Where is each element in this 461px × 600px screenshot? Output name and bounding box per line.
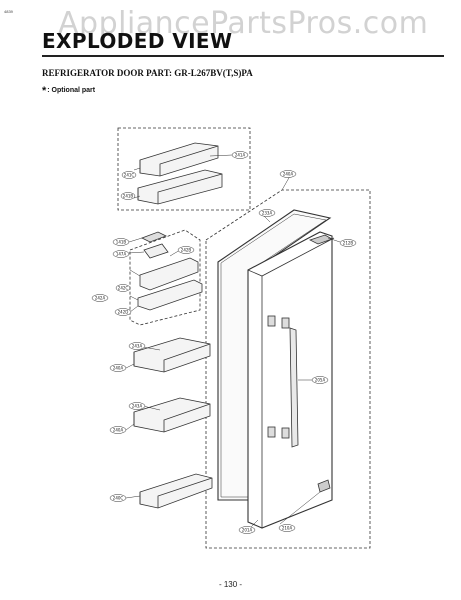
top-shelf-group-frame xyxy=(117,127,251,211)
door-handle-part xyxy=(289,327,299,448)
part-label-242b: 242B xyxy=(181,248,192,253)
part-label-240a: 240A xyxy=(283,172,294,177)
shelf-group-frame xyxy=(129,229,201,326)
middle-bin-part xyxy=(139,257,199,291)
title-underline xyxy=(42,55,444,57)
part-label-242a: 242A xyxy=(95,296,106,301)
handle-bracket-top-right xyxy=(281,317,290,329)
small-container-part xyxy=(143,243,169,259)
door-bin-part-2 xyxy=(133,397,211,433)
egg-tray-part xyxy=(141,231,167,243)
part-label-147a: 147A xyxy=(116,252,127,257)
part-label-241a: 241A xyxy=(235,153,246,158)
part-label-241c: 241C xyxy=(124,173,135,178)
part-label-201a: 201A xyxy=(242,528,253,533)
door-assembly-frame xyxy=(205,189,371,549)
part-label-240a-3: 240A xyxy=(113,428,124,433)
part-label-243a-1: 243A xyxy=(132,344,143,349)
part-label-240a-2: 240A xyxy=(113,366,124,371)
page-title: EXPLODED VIEW xyxy=(42,29,233,53)
handle-bracket-bottom-left xyxy=(267,426,276,438)
part-label-242d: 242D xyxy=(118,310,129,315)
hinge-part xyxy=(317,479,331,493)
lower-bin-part xyxy=(137,169,223,205)
optional-part-text: : Optional part xyxy=(47,87,96,94)
part-label-212b: 212B xyxy=(343,241,354,246)
part-label-141b: 141B xyxy=(116,240,127,245)
door-bin-part-3 xyxy=(139,473,213,509)
part-label-233a: 233A xyxy=(262,211,273,216)
page-number: - 130 - xyxy=(218,580,243,589)
handle-bracket-top-left xyxy=(267,315,276,327)
part-label-240c: 240C xyxy=(113,496,124,501)
watermark-text: AppliancePartsPros.com xyxy=(58,6,429,41)
part-label-205a: 205A xyxy=(315,378,326,383)
door-bin-part-1 xyxy=(133,337,211,373)
part-label-242c: 242C xyxy=(118,286,129,291)
part-labels xyxy=(91,151,357,534)
page-corner-code: 4839 xyxy=(4,9,13,14)
door-panel-part xyxy=(247,231,333,529)
optional-part-note: *: Optional part xyxy=(42,85,95,97)
part-label-243a-2: 243A xyxy=(132,404,143,409)
part-label-241b: 241B xyxy=(123,194,134,199)
door-part-heading: REFRIGERATOR DOOR PART: GR-L267BV(T,S)PA xyxy=(42,68,253,78)
part-label-210a: 210A xyxy=(282,526,293,531)
top-hinge-part xyxy=(308,234,333,245)
handle-bracket-bottom-right xyxy=(281,427,290,439)
asterisk-symbol: * xyxy=(42,85,47,97)
